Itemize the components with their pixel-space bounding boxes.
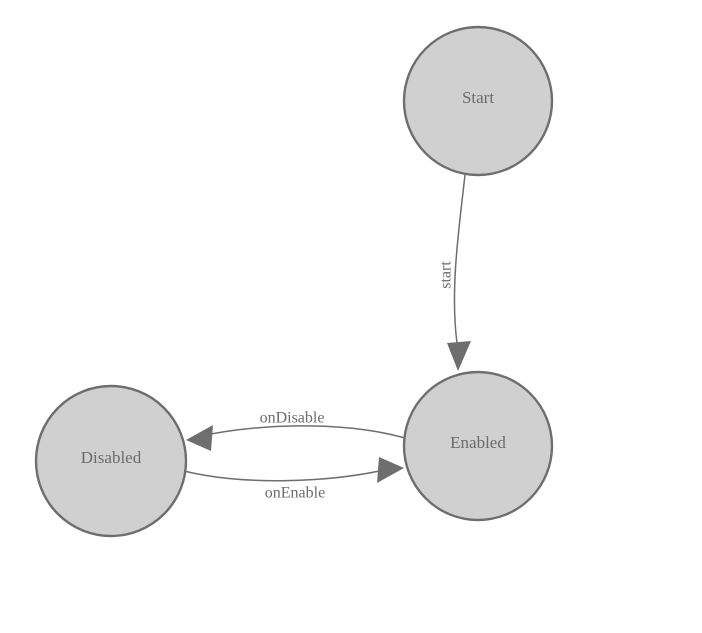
edge-enabled-to-disabled-arrowhead [186,425,213,451]
state-node-disabled-label: Disabled [81,448,142,467]
edge-disabled-to-enabled-path [183,469,385,482]
state-node-enabled-circle [402,370,554,522]
edge-enabled-to-disabled[interactable]: onDisable [186,410,406,451]
edge-start-to-enabled-arrowhead [447,341,471,371]
edge-disabled-to-enabled-arrowhead [377,457,404,483]
edge-enabled-to-disabled-path [195,425,406,439]
edge-label-onenable: onEnable [265,485,325,502]
edge-disabled-to-enabled[interactable]: onEnable [183,457,404,502]
state-node-start-circle [402,25,554,177]
state-node-disabled-circle [34,384,188,538]
state-node-start-label: Start [462,88,494,107]
edge-label-start: start [438,261,455,289]
edge-start-to-enabled[interactable]: start [438,174,471,371]
edge-label-ondisable: onDisable [260,410,325,427]
state-node-enabled[interactable]: Enabled [402,370,554,522]
edge-start-to-enabled-path [453,174,466,344]
state-node-disabled[interactable]: Disabled [34,384,188,538]
state-node-start[interactable]: Start [402,25,554,177]
state-node-enabled-label: Enabled [450,433,506,452]
